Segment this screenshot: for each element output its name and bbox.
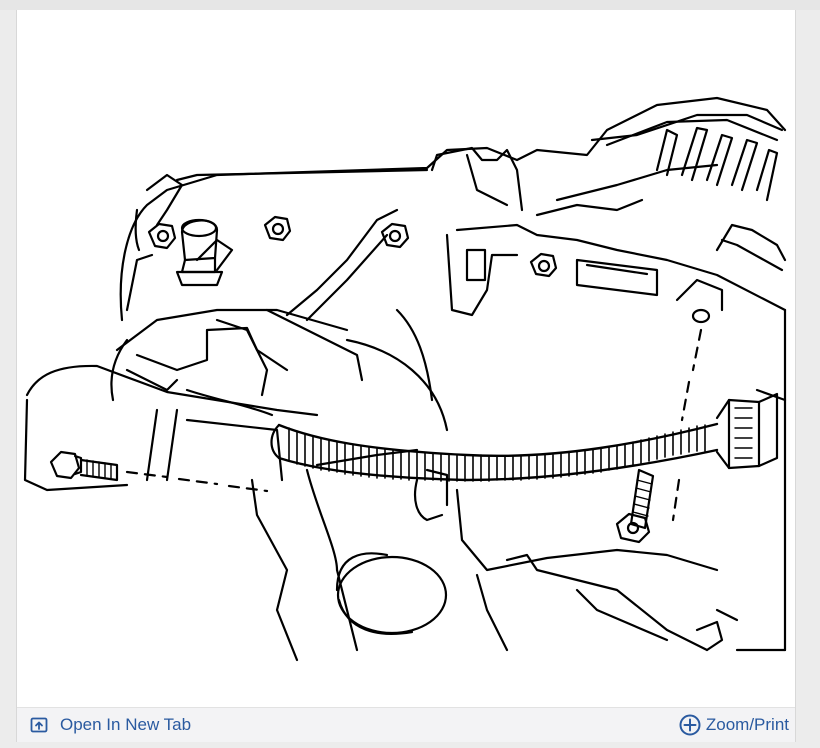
left-bolt (49, 450, 269, 493)
housing-bolts (147, 215, 558, 278)
top-strip (0, 0, 820, 10)
bolt-1 (147, 222, 177, 250)
image-toolbar: Open In New Tab Zoom/Print (17, 707, 795, 742)
zoom-print-link[interactable]: Zoom/Print (679, 714, 789, 736)
sensor-plug (175, 218, 224, 287)
transmission-wiring-harness-diagram (23, 96, 787, 662)
bracket-hole (675, 278, 724, 324)
open-new-tab-icon (30, 717, 48, 733)
bolt-2 (263, 215, 292, 242)
housing-ribs (115, 208, 449, 482)
image-card: Open In New Tab Zoom/Print (16, 10, 796, 742)
wiring-harness-conduit (270, 422, 719, 482)
zoom-plus-icon (679, 714, 701, 736)
zoom-print-label: Zoom/Print (705, 715, 789, 734)
harness-connector (715, 392, 779, 470)
housing-outline (23, 96, 787, 662)
open-in-new-tab-link[interactable]: Open In New Tab (30, 715, 191, 735)
round-cover-plug (335, 552, 448, 635)
right-bolt (615, 328, 703, 544)
bolt-3 (380, 222, 410, 249)
open-in-new-tab-label: Open In New Tab (60, 715, 192, 734)
bolt-4 (529, 252, 558, 278)
